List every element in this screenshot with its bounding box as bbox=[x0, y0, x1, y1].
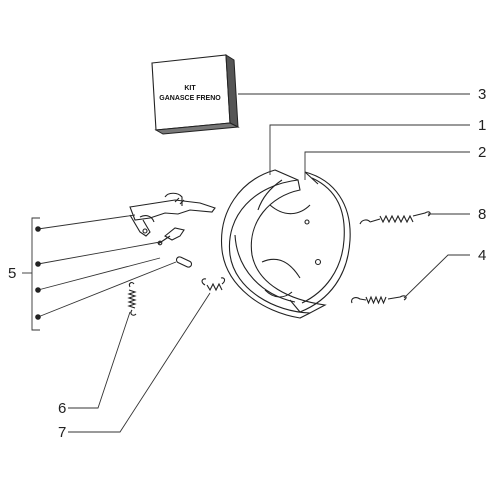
spring-4 bbox=[351, 295, 407, 305]
spring-8 bbox=[359, 211, 431, 225]
kit-box-line1: KIT bbox=[184, 85, 196, 92]
callout-2: 2 bbox=[478, 144, 486, 161]
callout-6: 6 bbox=[58, 400, 66, 417]
spring-6 bbox=[127, 282, 137, 316]
kit-box: KIT GANASCE FRENO bbox=[151, 54, 240, 135]
callout-8: 8 bbox=[478, 206, 486, 223]
bullets bbox=[35, 226, 41, 320]
brake-lever bbox=[129, 192, 216, 237]
small-pin bbox=[175, 256, 193, 268]
callout-4: 4 bbox=[478, 247, 486, 264]
brake-shoe-inner bbox=[257, 171, 351, 313]
spring-7 bbox=[201, 277, 226, 292]
callout-7: 7 bbox=[58, 424, 66, 441]
callout-3: 3 bbox=[478, 86, 486, 103]
callout-1: 1 bbox=[478, 117, 486, 134]
leader-lines bbox=[22, 93, 470, 433]
kit-box-line2: GANASCE FRENO bbox=[159, 95, 221, 102]
brake-shoe-outer bbox=[220, 169, 327, 319]
callout-5: 5 bbox=[8, 265, 16, 282]
link-pin bbox=[157, 227, 185, 246]
